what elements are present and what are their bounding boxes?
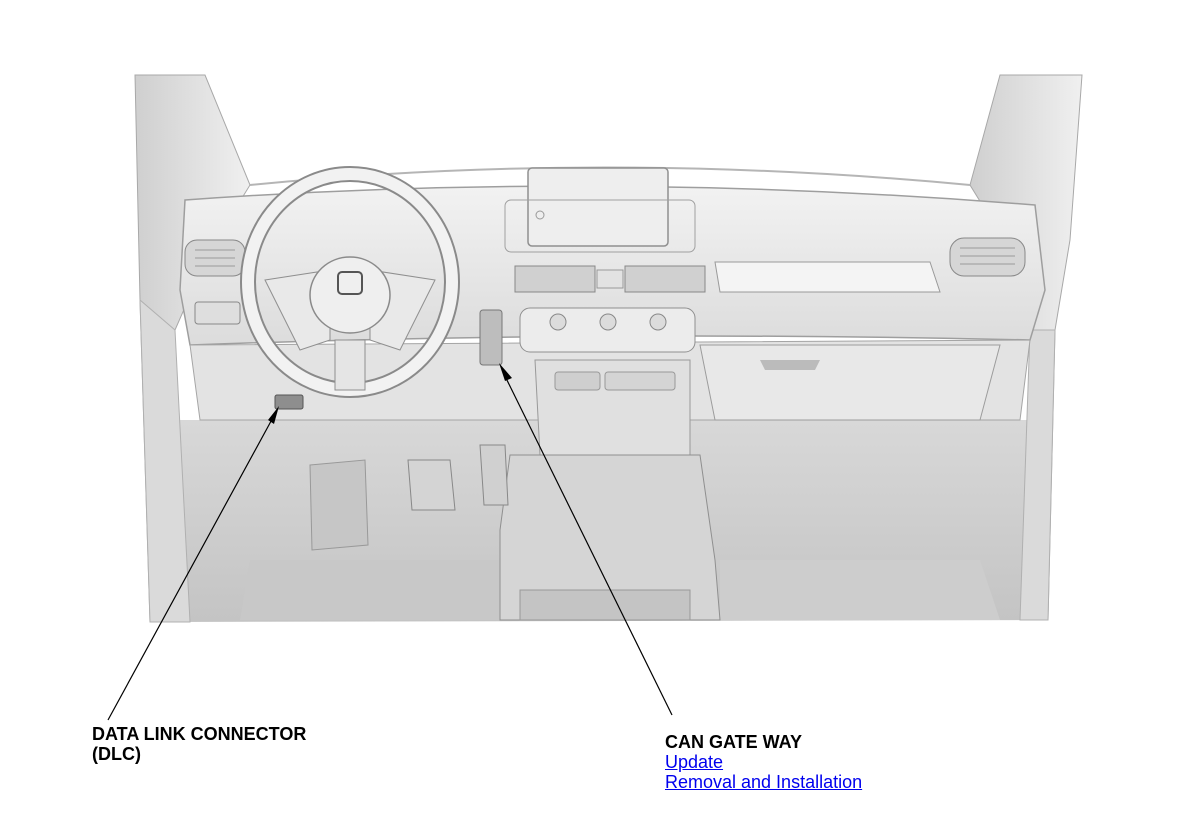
dlc-leader-arrowhead (268, 406, 279, 424)
update-link[interactable]: Update (665, 752, 724, 772)
left-switch-panel (194, 301, 241, 325)
can-gateway-callout: CAN GATE WAY Update Removal and Installa… (665, 732, 862, 792)
right-air-vent (949, 237, 1026, 277)
dlc-connector (274, 394, 304, 410)
dlc-callout: DATA LINK CONNECTOR (DLC) (92, 724, 306, 764)
dlc-label-line2: (DLC) (92, 744, 141, 764)
can-gateway-leader-arrowhead (499, 363, 512, 381)
center-console (499, 359, 721, 621)
can-gateway-module (479, 309, 503, 366)
steering-wheel (240, 166, 460, 398)
left-air-vent (184, 239, 246, 277)
climate-controls (519, 307, 696, 353)
can-gateway-leader-line (501, 369, 673, 716)
can-gateway-title: CAN GATE WAY (665, 732, 803, 752)
pedals (309, 444, 509, 551)
removal-and-installation-link[interactable]: Removal and Installation (665, 772, 863, 792)
center-air-vents (514, 265, 706, 293)
leader-lines (107, 363, 673, 721)
dlc-label-line1: DATA LINK CONNECTOR (92, 724, 307, 744)
center-display (504, 167, 696, 253)
dlc-leader-line (107, 411, 277, 721)
